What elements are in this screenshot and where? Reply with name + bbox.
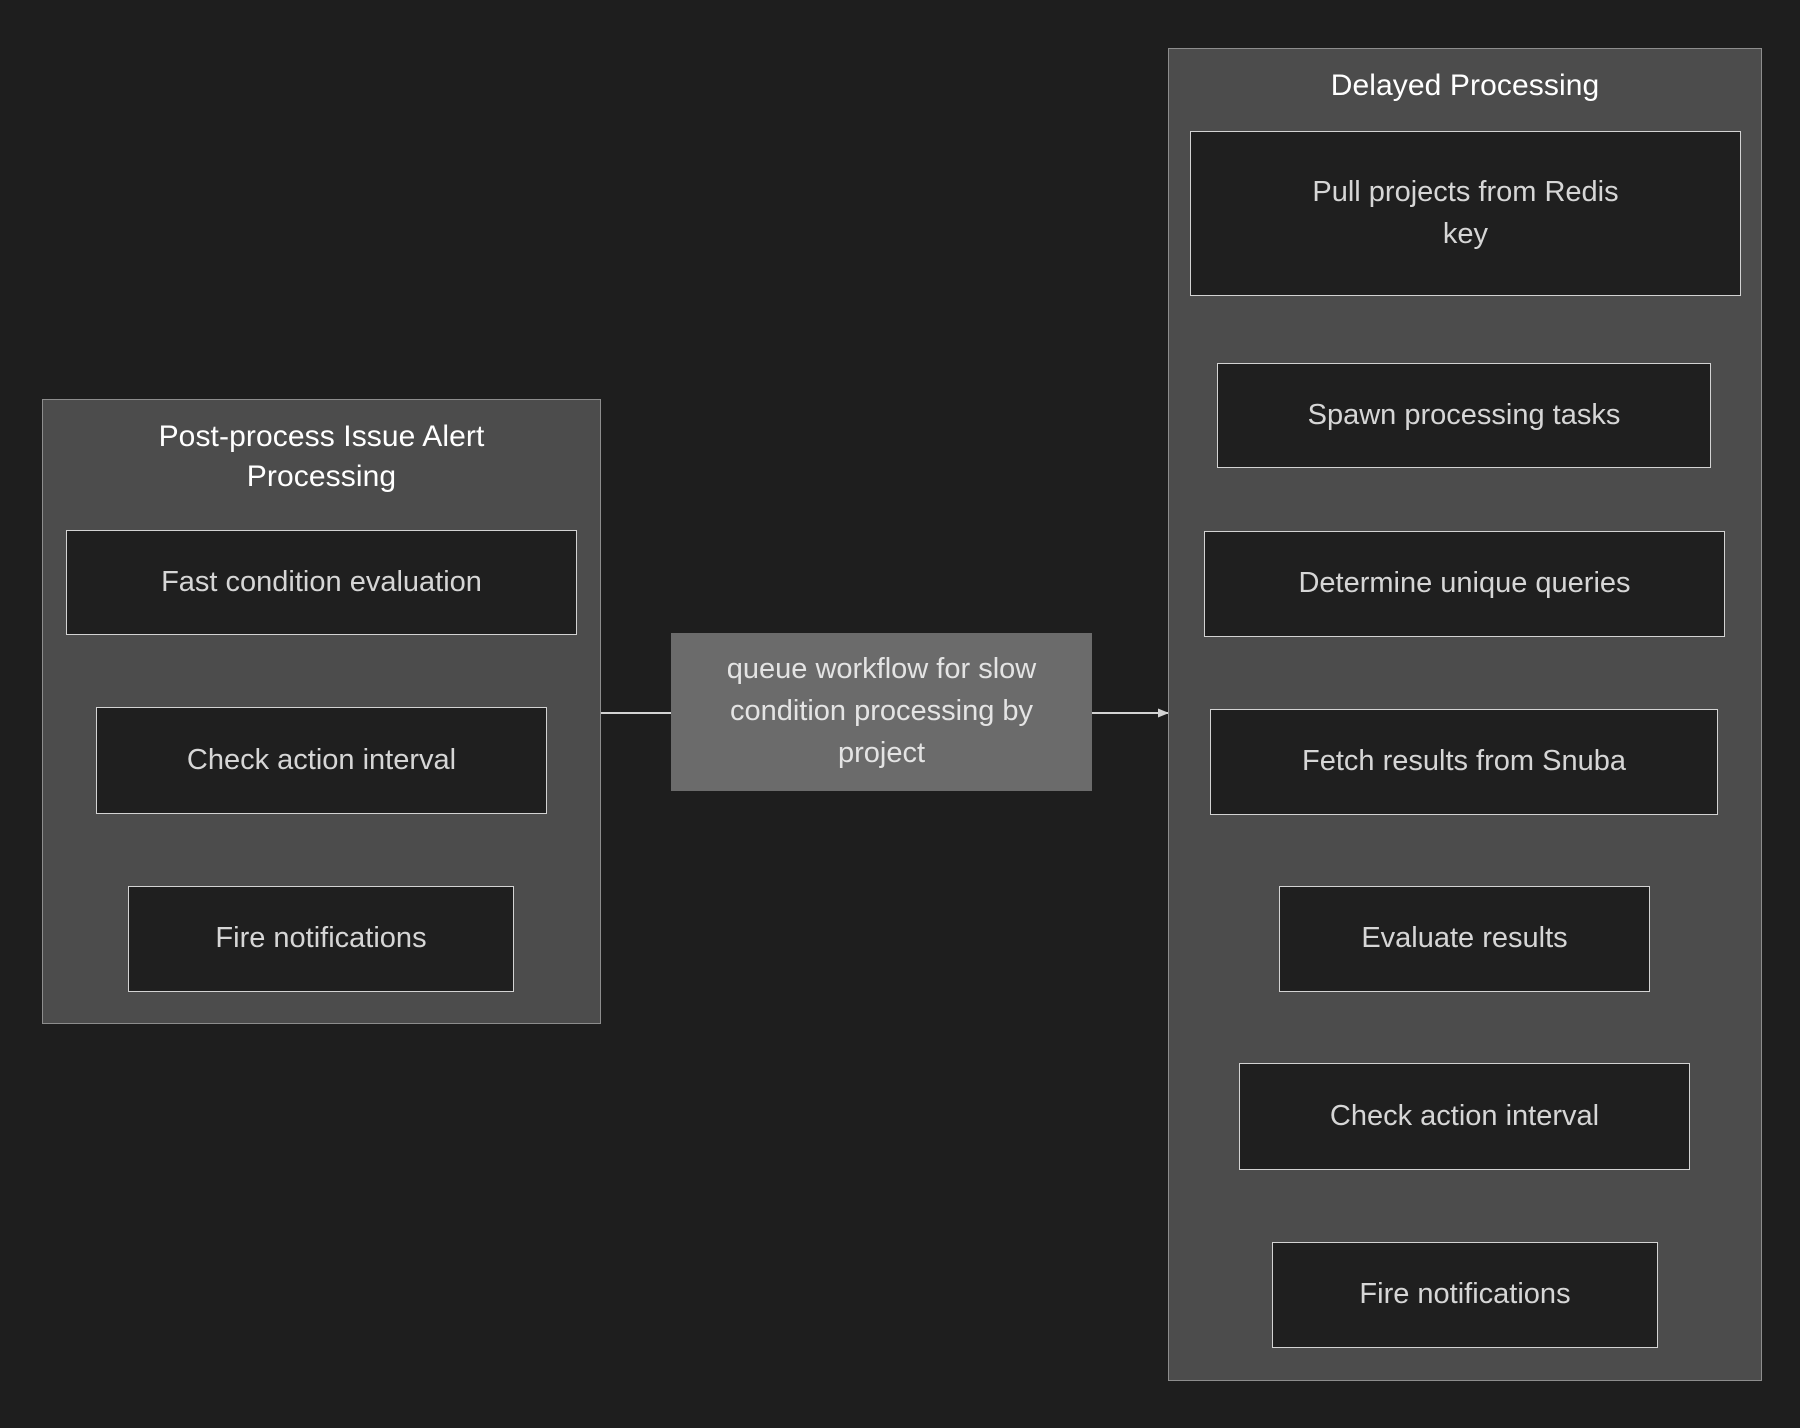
node-spawn-processing-tasks[interactable]: Spawn processing tasks bbox=[1217, 363, 1711, 468]
edge-label-queue-workflow: queue workflow for slow condition proces… bbox=[671, 633, 1092, 791]
node-fire-notifications-delayed[interactable]: Fire notifications bbox=[1272, 1242, 1658, 1348]
node-fast-condition-evaluation[interactable]: Fast condition evaluation bbox=[66, 530, 577, 635]
cluster-title-postprocess: Post-process Issue Alert Processing bbox=[158, 420, 485, 493]
node-pull-projects-from-redis-key[interactable]: Pull projects from Redis key bbox=[1190, 131, 1741, 296]
cluster-title-delayed: Delayed Processing bbox=[1330, 69, 1600, 102]
node-determine-unique-queries[interactable]: Determine unique queries bbox=[1204, 531, 1725, 637]
node-check-action-interval-delayed[interactable]: Check action interval bbox=[1239, 1063, 1690, 1170]
node-evaluate-results[interactable]: Evaluate results bbox=[1279, 886, 1650, 992]
node-fetch-results-from-snuba[interactable]: Fetch results from Snuba bbox=[1210, 709, 1718, 815]
node-fire-notifications-postprocess[interactable]: Fire notifications bbox=[128, 886, 514, 992]
node-check-action-interval-postprocess[interactable]: Check action interval bbox=[96, 707, 547, 814]
